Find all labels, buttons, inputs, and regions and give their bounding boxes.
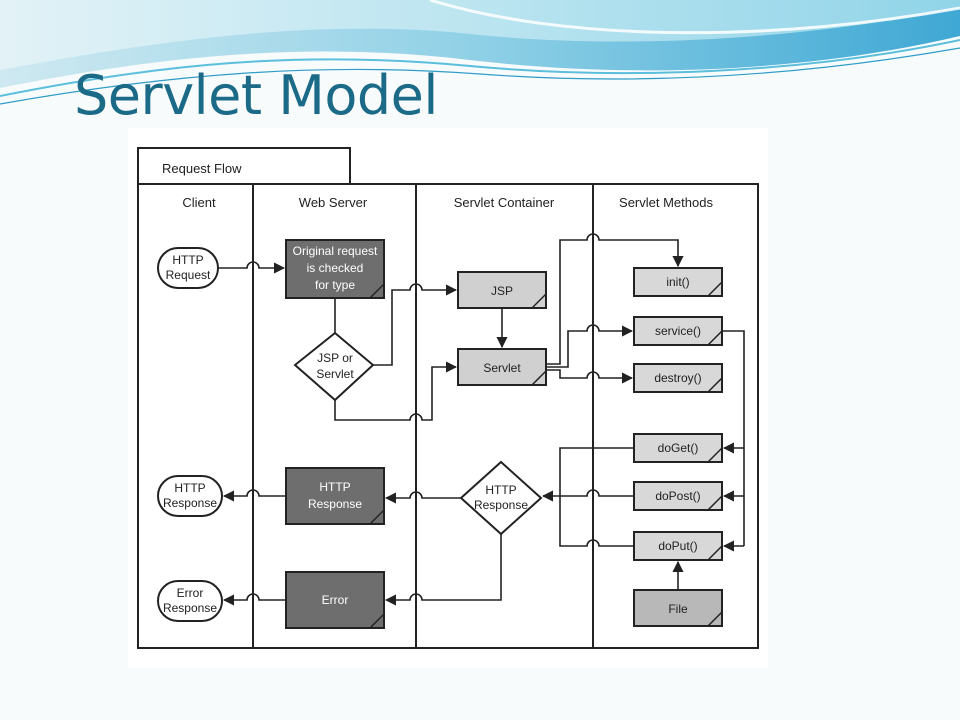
- svg-text:Error: Error: [177, 586, 204, 600]
- column-header-servlet-container: Servlet Container: [454, 195, 555, 210]
- web-server-error-box: Error: [285, 571, 385, 629]
- doget-method-box: doGet(): [633, 433, 723, 463]
- dopost-method-box: doPost(): [633, 481, 723, 511]
- svg-text:destroy(): destroy(): [654, 371, 701, 385]
- original-request-box: Original request is checked for type: [285, 239, 385, 299]
- svg-text:Servlet: Servlet: [316, 367, 354, 381]
- svg-text:doPut(): doPut(): [658, 539, 697, 553]
- doput-method-box: doPut(): [633, 531, 723, 561]
- column-header-servlet-methods: Servlet Methods: [619, 195, 713, 210]
- connectors: [218, 233, 745, 606]
- slide-title: Servlet Model: [74, 64, 438, 127]
- client-error-response: Error Response: [157, 580, 223, 622]
- column-header-web-server: Web Server: [299, 195, 368, 210]
- svg-text:Servlet: Servlet: [483, 361, 521, 375]
- init-method-box: init(): [633, 267, 723, 297]
- client-http-request: HTTP Request: [157, 247, 219, 289]
- svg-text:doGet(): doGet(): [658, 441, 699, 455]
- file-box: File: [633, 589, 723, 627]
- svg-text:HTTP: HTTP: [485, 483, 516, 497]
- diagram-frame: [137, 147, 759, 649]
- svg-text:Response: Response: [163, 496, 217, 510]
- svg-text:Error: Error: [322, 593, 349, 607]
- servlet-box: Servlet: [457, 348, 547, 386]
- svg-text:Request: Request: [166, 268, 211, 282]
- column-header-client: Client: [182, 195, 216, 210]
- svg-text:Response: Response: [308, 497, 362, 511]
- svg-text:doPost(): doPost(): [655, 489, 700, 503]
- svg-text:Response: Response: [474, 498, 528, 512]
- svg-text:init(): init(): [666, 275, 689, 289]
- client-http-response: HTTP Response: [157, 475, 223, 517]
- svg-text:service(): service(): [655, 324, 701, 338]
- svg-text:is checked: is checked: [307, 261, 364, 275]
- svg-text:for type: for type: [315, 278, 355, 292]
- svg-text:JSP: JSP: [491, 284, 513, 298]
- svg-text:JSP or: JSP or: [317, 351, 353, 365]
- svg-text:HTTP: HTTP: [174, 481, 205, 495]
- service-method-box: service(): [633, 316, 723, 346]
- destroy-method-box: destroy(): [633, 363, 723, 393]
- tab-title-request-flow: Request Flow: [162, 161, 242, 176]
- svg-text:Original request: Original request: [293, 244, 378, 258]
- request-flow-diagram: Request Flow Client Web Server Servlet C…: [128, 128, 768, 668]
- header-wave-banner: [0, 0, 960, 120]
- svg-text:Response: Response: [163, 601, 217, 615]
- svg-text:HTTP: HTTP: [172, 253, 203, 267]
- web-server-http-response-box: HTTP Response: [285, 467, 385, 525]
- svg-text:File: File: [668, 602, 688, 616]
- svg-text:HTTP: HTTP: [319, 480, 350, 494]
- container-http-response-decision: HTTP Response: [459, 460, 543, 536]
- jsp-box: JSP: [457, 271, 547, 309]
